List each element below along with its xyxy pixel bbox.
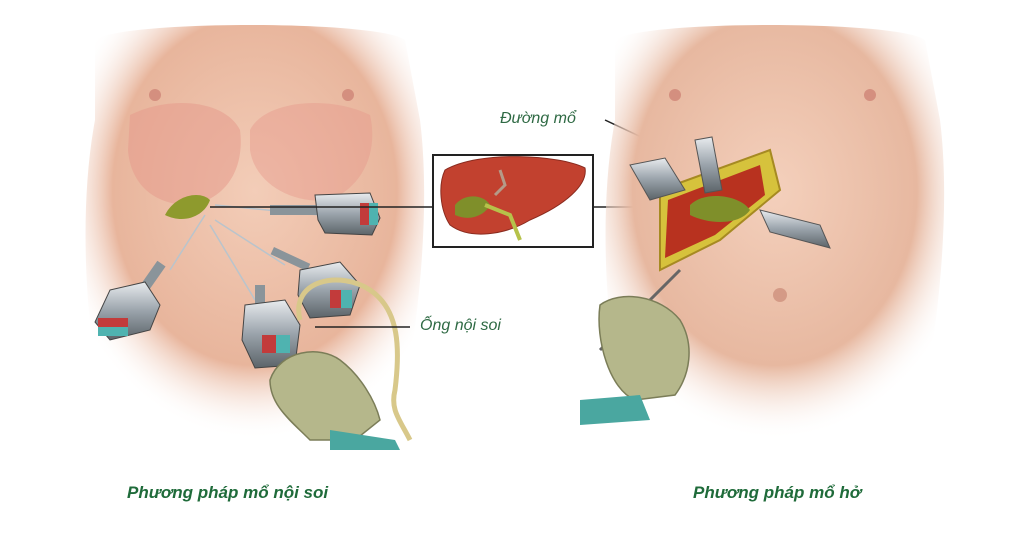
gallbladder-shape [455, 196, 490, 218]
left-gallbladder-hint [165, 195, 210, 220]
trocar-lower-right [270, 247, 361, 319]
bile-duct [484, 203, 522, 241]
retractor-right [759, 209, 831, 249]
retractor-top [629, 136, 723, 201]
navel [773, 288, 787, 302]
open-caption: Phương pháp mổ hở [693, 483, 862, 502]
trocar-right [270, 192, 381, 236]
left-chest-muscle-right [250, 103, 373, 201]
left-chest-muscle-left [128, 103, 241, 205]
laparoscopic-torso [85, 25, 425, 440]
right-gloved-hand [580, 268, 690, 425]
left-nipple-right [342, 89, 354, 101]
right-nipple-left [669, 89, 681, 101]
laparoscopic-caption: Phương pháp mổ nội soi [127, 483, 329, 502]
incision-label: Đường mổ [500, 110, 576, 127]
open-gallbladder [690, 195, 750, 222]
endoscope-label: Ống nội soi [420, 317, 501, 334]
endoscope-cable [296, 277, 413, 442]
left-nipple-left [149, 89, 161, 101]
endoscope-camera [241, 277, 413, 442]
trocar-lower-left [94, 260, 166, 341]
right-nipple-right [864, 89, 876, 101]
hepatic-vein [493, 169, 507, 197]
left-gloved-hand [269, 351, 400, 450]
liver-inset [432, 154, 594, 248]
